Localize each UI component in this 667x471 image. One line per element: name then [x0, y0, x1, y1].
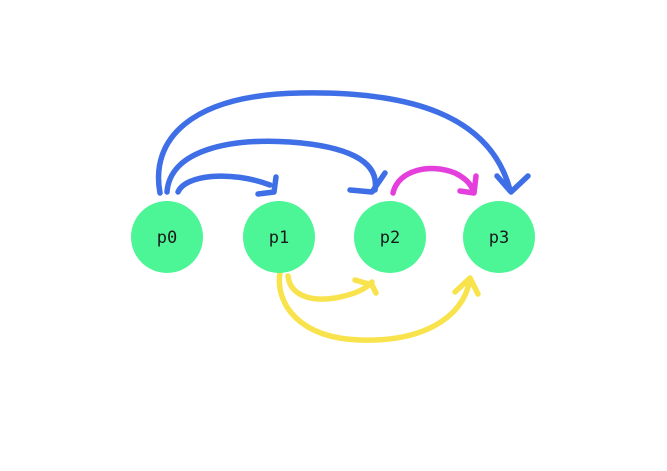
edge-p0-p1 [175, 173, 273, 195]
edge-p1-p2-arrowhead [352, 277, 379, 296]
edge-p0-p2-arrowhead [347, 170, 388, 195]
edge-p2-p3-arrowhead [457, 173, 479, 196]
node-p0-circle [131, 201, 203, 273]
node-p3-circle [463, 201, 535, 273]
edge-p0-p3 [155, 90, 513, 196]
edge-p1-p3 [276, 269, 473, 343]
node-p1-label: p1 [269, 228, 289, 248]
edge-p0-p2 [164, 138, 379, 195]
edge-p1-p2 [285, 273, 375, 302]
node-p3-label: p3 [489, 228, 509, 248]
edge-p0-p3-arrowhead [494, 173, 531, 195]
node-p0: p0 [131, 201, 203, 273]
node-p3: p3 [463, 201, 535, 273]
node-p0-label: p0 [157, 228, 177, 248]
node-p1: p1 [243, 201, 315, 273]
node-p2-label: p2 [380, 228, 400, 248]
node-p2-circle [354, 201, 426, 273]
edge-p0-p1-arrowhead [255, 174, 279, 197]
edge-p1-p3-arrowhead [452, 275, 481, 297]
node-p1-circle [243, 201, 315, 273]
node-p2: p2 [354, 201, 426, 273]
edge-p2-p3 [390, 165, 476, 196]
